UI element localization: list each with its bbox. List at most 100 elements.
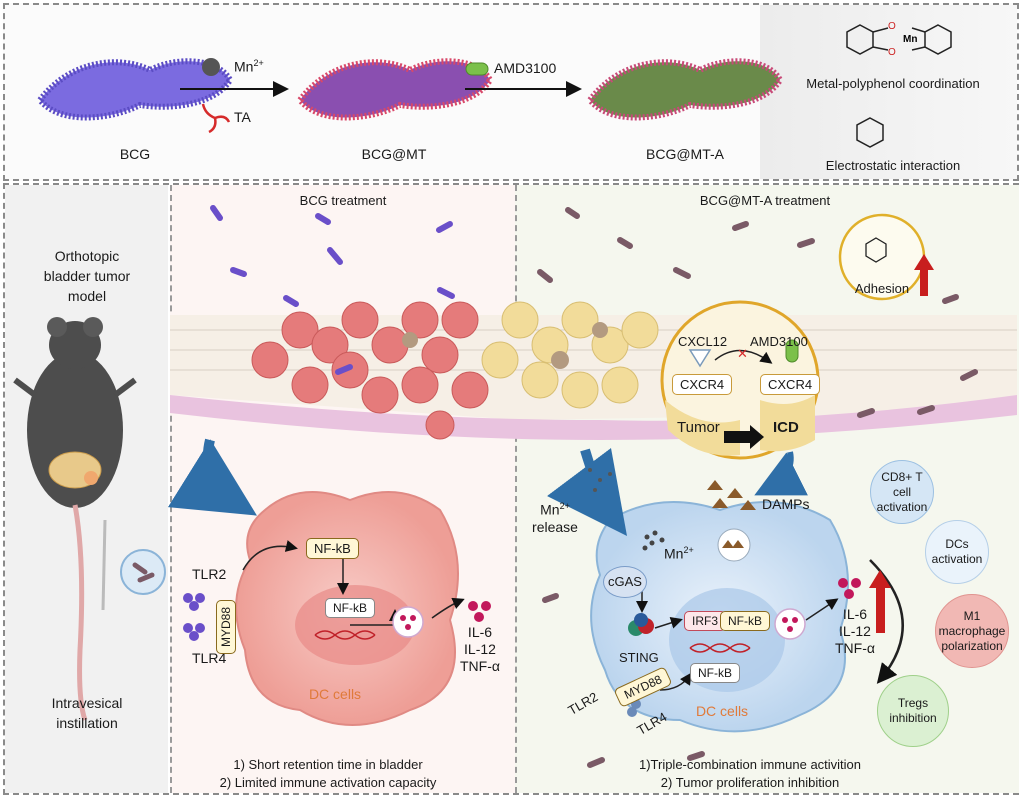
tregs-line2: inhibition bbox=[889, 711, 937, 725]
label-amd3100-top: AMD3100 bbox=[494, 60, 557, 76]
dc-cells-left-label: DC cells bbox=[308, 686, 362, 702]
label-metal-polyphenol: Metal-polyphenol coordination bbox=[806, 76, 980, 91]
instillation-label: Intravesical instillation bbox=[52, 693, 123, 733]
svg-text:O: O bbox=[888, 47, 896, 58]
model-label: Orthotopic bladder tumor model bbox=[44, 246, 130, 306]
label-ta: TA bbox=[234, 109, 251, 125]
label-mn: Mn2+ bbox=[234, 58, 264, 75]
chemistry-panel bbox=[760, 5, 1017, 179]
model-line1: Orthotopic bbox=[54, 248, 120, 264]
bcg-treatment-title: BCG treatment bbox=[299, 193, 387, 208]
nfkb-inner-tag: NF-kB bbox=[325, 598, 375, 618]
svg-text:O: O bbox=[888, 21, 896, 32]
label-tlr2-left: TLR2 bbox=[192, 566, 227, 582]
label-adhesion: Adhesion bbox=[854, 281, 910, 296]
cytokine-left-il6: IL-6 bbox=[467, 624, 493, 640]
model-line3: model bbox=[67, 288, 107, 304]
cd8-line2: activation bbox=[876, 499, 928, 514]
label-icd: ICD bbox=[773, 419, 799, 436]
dcs-line1: DCs bbox=[945, 537, 969, 551]
m1-line1: M1 bbox=[963, 608, 981, 623]
label-cxcl12: CXCL12 bbox=[678, 334, 728, 349]
tumor-mass-yellow bbox=[481, 301, 659, 409]
m1-line2: macrophage bbox=[938, 623, 1006, 638]
instill-line2: instillation bbox=[56, 715, 118, 731]
label-damps: DAMPs bbox=[762, 496, 810, 512]
vesicle-right bbox=[774, 608, 806, 640]
cytokine-dots-left bbox=[468, 601, 491, 622]
bcg-note-1: 1) Short retention time in bladder bbox=[233, 757, 423, 772]
label-amd3100-inset: AMD3100 bbox=[750, 334, 808, 349]
tumor-to-icd-arrow bbox=[724, 431, 750, 443]
amd3100-icon bbox=[465, 62, 489, 76]
myd88-tag-left: MYD88 bbox=[216, 600, 236, 655]
magnified-bcg-icon bbox=[120, 549, 166, 595]
metal-polyphenol-structure bbox=[846, 24, 952, 55]
mta-note-2: 2) Tumor proliferation inhibition bbox=[660, 775, 840, 790]
mouse-illustration bbox=[13, 317, 137, 721]
nfkb-b-tag: NF-kB bbox=[690, 663, 740, 683]
cxcr4-left-tag: CXCR4 bbox=[672, 374, 733, 395]
bcg-note-2: 2) Limited immune activation capacity bbox=[219, 775, 437, 790]
adhesion-up-arrow bbox=[920, 268, 928, 296]
cytokine-left-tnf: TNF-α bbox=[460, 658, 500, 674]
mn-release-charge: 2+ bbox=[559, 501, 570, 511]
svg-text:✕: ✕ bbox=[737, 346, 748, 361]
dna-helix-left bbox=[314, 630, 376, 640]
label-electrostatic: Electrostatic interaction bbox=[825, 158, 961, 173]
cytokines-left: IL-6 IL-12 TNF-α bbox=[460, 624, 500, 675]
damps-arrow bbox=[754, 451, 808, 496]
label-mn-charge: 2+ bbox=[253, 58, 264, 68]
cxcr4-right-tag: CXCR4 bbox=[760, 374, 821, 395]
irf3-tag: IRF3 bbox=[684, 611, 727, 631]
damps-icons bbox=[707, 480, 756, 510]
cytokine-right-tnf: TNF-α bbox=[835, 640, 875, 656]
label-mn-inner: Mn2+ bbox=[664, 545, 694, 562]
mn-inner-text: Mn bbox=[664, 545, 684, 562]
uptake-arrow-left bbox=[167, 438, 257, 516]
label-sting: STING bbox=[619, 650, 659, 665]
dcs-line2: activation bbox=[931, 552, 983, 566]
label-bcg: BCG bbox=[119, 146, 151, 162]
cytokines-right: IL-6 IL-12 TNF-α bbox=[835, 606, 875, 657]
tregs-line1: Tregs bbox=[897, 696, 929, 710]
label-bcg-mta: BCG@MT-A bbox=[646, 146, 724, 162]
nfkb-a-tag: NF-kB bbox=[720, 611, 770, 631]
model-line2: bladder tumor bbox=[43, 268, 131, 284]
label-bcg-mt: BCG@MT bbox=[361, 146, 427, 162]
dna-helix-right bbox=[689, 643, 751, 653]
bcg-bacteria-left bbox=[210, 205, 455, 375]
mn-release-word: release bbox=[532, 518, 578, 535]
label-tlr4-left: TLR4 bbox=[192, 650, 227, 666]
dc-cells-right-label: DC cells bbox=[695, 703, 749, 719]
bcg-mta-rod bbox=[586, 58, 784, 121]
mn-inner-charge: 2+ bbox=[683, 545, 694, 555]
mn-release-label: Mn2+ release bbox=[532, 498, 578, 536]
cxcl12-icon bbox=[688, 349, 712, 368]
bcg-bacteria-right bbox=[537, 207, 978, 768]
nfkb-outer-tag: NF-kB bbox=[306, 538, 359, 559]
cd8-line1: CD8+ T cell bbox=[881, 469, 923, 499]
mta-note-1: 1)Triple-combination immune activition bbox=[638, 757, 862, 772]
cytokine-up-arrow bbox=[876, 585, 885, 633]
damps-vesicle bbox=[717, 528, 751, 562]
mn-release-dots bbox=[588, 468, 612, 492]
bcg-mta-treatment-title: BCG@MT-A treatment bbox=[699, 193, 831, 208]
mn-ions-cluster bbox=[642, 530, 665, 551]
electrostatic-structure bbox=[856, 117, 884, 148]
cytokine-right-il6: IL-6 bbox=[842, 606, 868, 622]
instill-line1: Intravesical bbox=[51, 695, 123, 711]
cytokine-left-il12: IL-12 bbox=[464, 641, 496, 657]
bcg-rod-blue bbox=[36, 58, 234, 121]
amd3100-inset-icon bbox=[785, 339, 799, 363]
label-tumor: Tumor bbox=[677, 419, 720, 436]
sting-icon bbox=[628, 613, 654, 636]
tumor-mass-pink bbox=[251, 301, 489, 440]
label-mn-text: Mn bbox=[234, 58, 254, 75]
cgas-badge: cGAS bbox=[603, 566, 647, 598]
